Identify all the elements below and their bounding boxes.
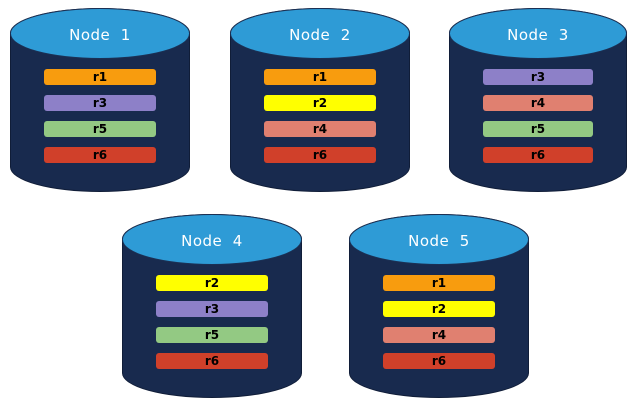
node-label: Node 2 xyxy=(289,25,351,44)
replica-bar[interactable]: r4 xyxy=(383,326,495,343)
node-label: Node 3 xyxy=(507,25,569,44)
replica-list: r1 r3 r5 r6 xyxy=(44,68,156,163)
replica-bar[interactable]: r5 xyxy=(482,120,594,137)
replica-list: r3 r4 r5 r6 xyxy=(482,68,594,163)
node-label: Node 4 xyxy=(181,231,243,250)
replica-list: r1 r2 r4 r6 xyxy=(264,68,376,163)
replica-bar[interactable]: r6 xyxy=(383,352,495,369)
replica-bar[interactable]: r3 xyxy=(482,68,594,85)
replica-bar[interactable]: r6 xyxy=(482,146,594,163)
replica-bar[interactable]: r2 xyxy=(156,274,268,291)
replica-bar[interactable]: r6 xyxy=(44,146,156,163)
node-label: Node 5 xyxy=(408,231,470,250)
cylinder-top-ellipse xyxy=(449,8,627,59)
replica-bar[interactable]: r2 xyxy=(383,300,495,317)
replica-bar[interactable]: r6 xyxy=(264,146,376,163)
replica-bar[interactable]: r5 xyxy=(156,326,268,343)
replica-list: r2 r3 r5 r6 xyxy=(156,274,268,369)
node-4[interactable]: Node 4 r2 r3 r5 r6 xyxy=(122,214,302,398)
replica-bar[interactable]: r1 xyxy=(264,68,376,85)
cylinder-top-ellipse xyxy=(349,214,529,265)
replica-bar[interactable]: r2 xyxy=(264,94,376,111)
replica-bar[interactable]: r1 xyxy=(44,68,156,85)
node-1[interactable]: Node 1 r1 r3 r5 r6 xyxy=(10,8,190,192)
replica-bar[interactable]: r3 xyxy=(156,300,268,317)
cylinder-top-ellipse xyxy=(122,214,302,265)
replica-list: r1 r2 r4 r6 xyxy=(383,274,495,369)
node-3[interactable]: Node 3 r3 r4 r5 r6 xyxy=(449,8,627,192)
replica-bar[interactable]: r1 xyxy=(383,274,495,291)
replica-bar[interactable]: r5 xyxy=(44,120,156,137)
node-2[interactable]: Node 2 r1 r2 r4 r6 xyxy=(230,8,410,192)
replica-bar[interactable]: r3 xyxy=(44,94,156,111)
replica-bar[interactable]: r6 xyxy=(156,352,268,369)
node-label: Node 1 xyxy=(69,25,131,44)
replica-bar[interactable]: r4 xyxy=(264,120,376,137)
replica-bar[interactable]: r4 xyxy=(482,94,594,111)
cylinder-top-ellipse xyxy=(230,8,410,59)
cylinder-top-ellipse xyxy=(10,8,190,59)
node-5[interactable]: Node 5 r1 r2 r4 r6 xyxy=(349,214,529,398)
